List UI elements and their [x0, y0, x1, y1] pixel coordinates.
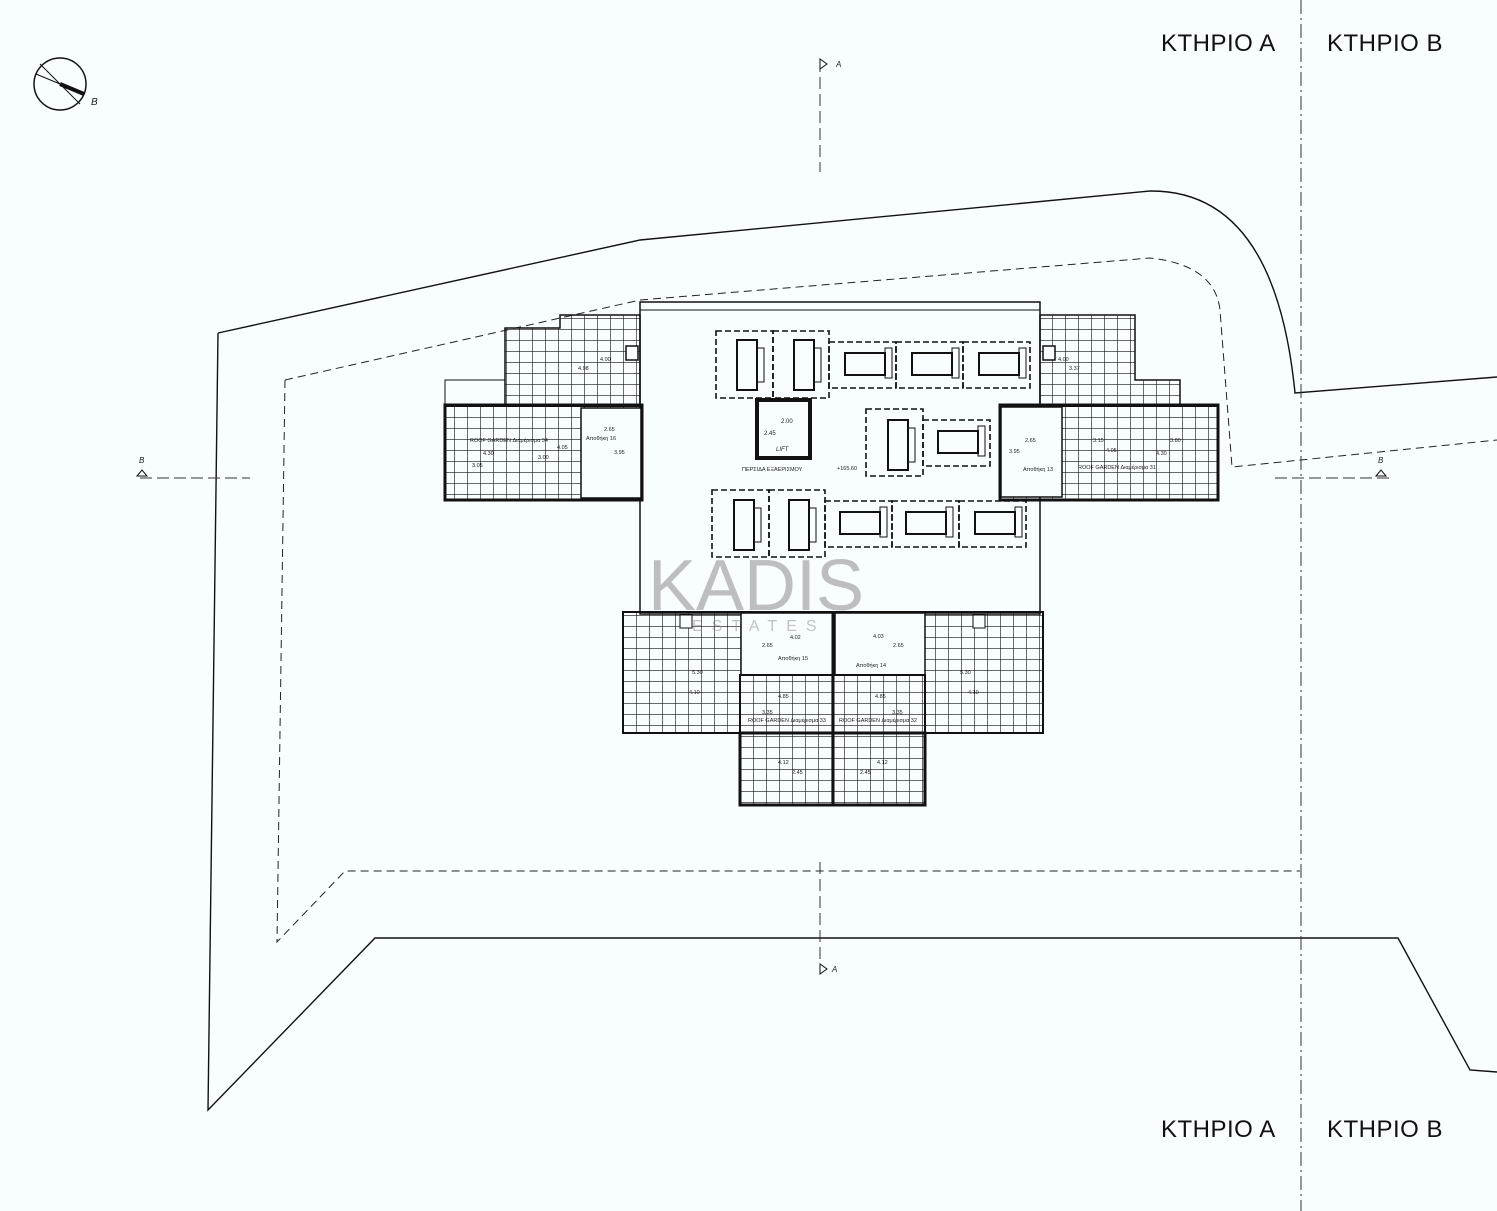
section-a-label-top: A: [835, 60, 841, 69]
dimension: 4.02: [790, 635, 801, 641]
parking-spaces: [711, 330, 1031, 558]
setback-line: [276, 257, 1497, 944]
storage-label: Αποθήκη 14: [856, 662, 886, 669]
dimension: 4.85: [778, 694, 789, 700]
dimension: 4.00: [1058, 357, 1069, 363]
dimension: 3.35: [762, 710, 773, 716]
storage-room-16: [580, 407, 642, 499]
section-b-label-right: B: [1378, 456, 1384, 465]
storage-room-14: [834, 612, 926, 676]
dimension: 5.30: [692, 670, 703, 676]
storage-label: Αποθήκη 15: [778, 655, 808, 662]
lift-shaft: [755, 398, 812, 460]
vent-label: ΠΕΡΣΙΔΑ ΕΞΑΕΡΙΣΜΟΥ: [742, 467, 803, 473]
dimension: 4.12: [877, 760, 888, 766]
car-icons: [733, 339, 1027, 551]
lift-width: 2.00: [781, 419, 793, 425]
dimension: 3.00: [538, 455, 549, 461]
bottom-wing: [622, 611, 1044, 807]
dimension: 4.05: [1106, 448, 1117, 454]
building-a-label-bottom: ΚΤΗΡΙΟ Α: [1161, 1116, 1276, 1143]
dimension: 2.65: [604, 427, 615, 433]
storage-room-13: [1000, 406, 1063, 498]
site-boundary: [207, 190, 1497, 1112]
level-label: +165.60: [837, 466, 857, 472]
garden-label: ROOF GARDEN Διαμέρισμα 33: [748, 717, 826, 724]
dimension: 3.95: [614, 450, 625, 456]
lift-label: LIFT: [776, 447, 790, 453]
dimension: 4.05: [557, 445, 568, 451]
dimension: 2.45: [792, 770, 803, 776]
watermark-sub: ESTATES: [692, 618, 826, 635]
dimension: 4.30: [1156, 451, 1167, 457]
dimension: 4.12: [778, 760, 789, 766]
dimension: 2.65: [1025, 438, 1036, 444]
dimension: 2.65: [762, 643, 773, 649]
dimension: 3.05: [472, 463, 483, 469]
dimension: 4.30: [483, 451, 494, 457]
building-a-label-top: ΚΤΗΡΙΟ Α: [1161, 30, 1276, 57]
storage-label: Αποθήκη 16: [586, 435, 616, 442]
dimension: 3.80: [1170, 438, 1181, 444]
right-wing: [998, 314, 1220, 502]
north-label: B: [91, 97, 98, 108]
building-b-label-bottom: ΚΤΗΡΙΟ Β: [1327, 1116, 1444, 1143]
left-wing: [443, 314, 644, 502]
section-b-label-left: B: [139, 456, 145, 465]
storage-label: Αποθήκη 13: [1023, 466, 1053, 473]
dimension: 5.30: [960, 670, 971, 676]
dimension: 4.10: [968, 690, 979, 696]
dimension: 4.10: [689, 690, 700, 696]
garden-label: ROOF GARDEN Διαμέρισμα 31: [1078, 464, 1156, 471]
section-marker-icon: [819, 58, 828, 975]
dimension: 3.15: [1093, 438, 1104, 444]
garden-label: ROOF GARDEN Διαμέρισμα 32: [839, 717, 917, 724]
watermark-logo: KADIS: [648, 546, 864, 626]
north-arrow-icon: [33, 57, 87, 111]
section-a-label-bottom: A: [831, 965, 837, 974]
garden-label: ROOF GARDEN Διαμέρισμα 34: [470, 437, 548, 444]
dimension: 2.65: [893, 643, 904, 649]
dimension: 3.95: [1009, 449, 1020, 455]
dimension: 4.98: [578, 366, 589, 372]
dimension: 2.45: [860, 770, 871, 776]
dimension: 3.37: [1069, 366, 1080, 372]
dimension: 4.03: [873, 634, 884, 640]
section-marker-icon: [135, 469, 1388, 477]
dimension: 4.85: [875, 694, 886, 700]
lift-depth: 2.45: [764, 431, 776, 437]
building-b-label-top: ΚΤΗΡΙΟ Β: [1327, 30, 1444, 57]
dimension: 4.00: [600, 357, 611, 363]
dimension: 3.35: [892, 710, 903, 716]
